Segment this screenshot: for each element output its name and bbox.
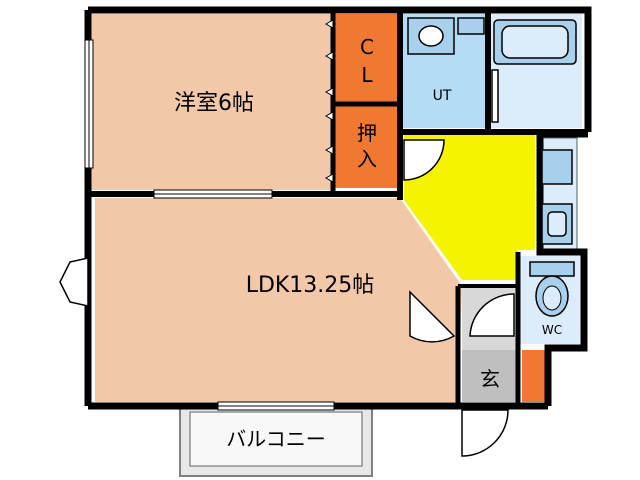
- ldk-label: LDK13.25帖: [246, 273, 375, 298]
- bay-window: [59, 257, 89, 307]
- bathtub-icon: [493, 19, 577, 65]
- closet-door-markers: [324, 19, 334, 183]
- balcony: [179, 405, 373, 477]
- oshiire-label-2: 入: [357, 147, 377, 171]
- entrance-label: 玄: [480, 367, 500, 391]
- western-room-label: 洋室6帖: [174, 91, 254, 116]
- shoe-storage: [522, 350, 546, 402]
- western-room-floor: [91, 14, 332, 190]
- washing-machine-icon: [407, 17, 455, 55]
- windows: [84, 39, 335, 411]
- entrance-step: [462, 350, 518, 402]
- counter-fixtures: [541, 149, 573, 245]
- balcony-label: バルコニー: [226, 427, 326, 451]
- utility-label: UT: [433, 88, 452, 104]
- toilet-label: WC: [542, 323, 562, 337]
- oshiire-floor: [335, 106, 398, 188]
- closet-cl-floor: [335, 14, 398, 102]
- ldk-floor: [95, 198, 462, 402]
- oshiire-label-1: 押: [357, 121, 377, 145]
- hall-floor: [404, 134, 535, 280]
- closet-c-label: C: [360, 35, 374, 59]
- toilet-icon: [529, 261, 575, 317]
- washbasin-icon: [457, 17, 485, 35]
- closet-l-label: L: [361, 63, 373, 87]
- doors: [403, 69, 515, 457]
